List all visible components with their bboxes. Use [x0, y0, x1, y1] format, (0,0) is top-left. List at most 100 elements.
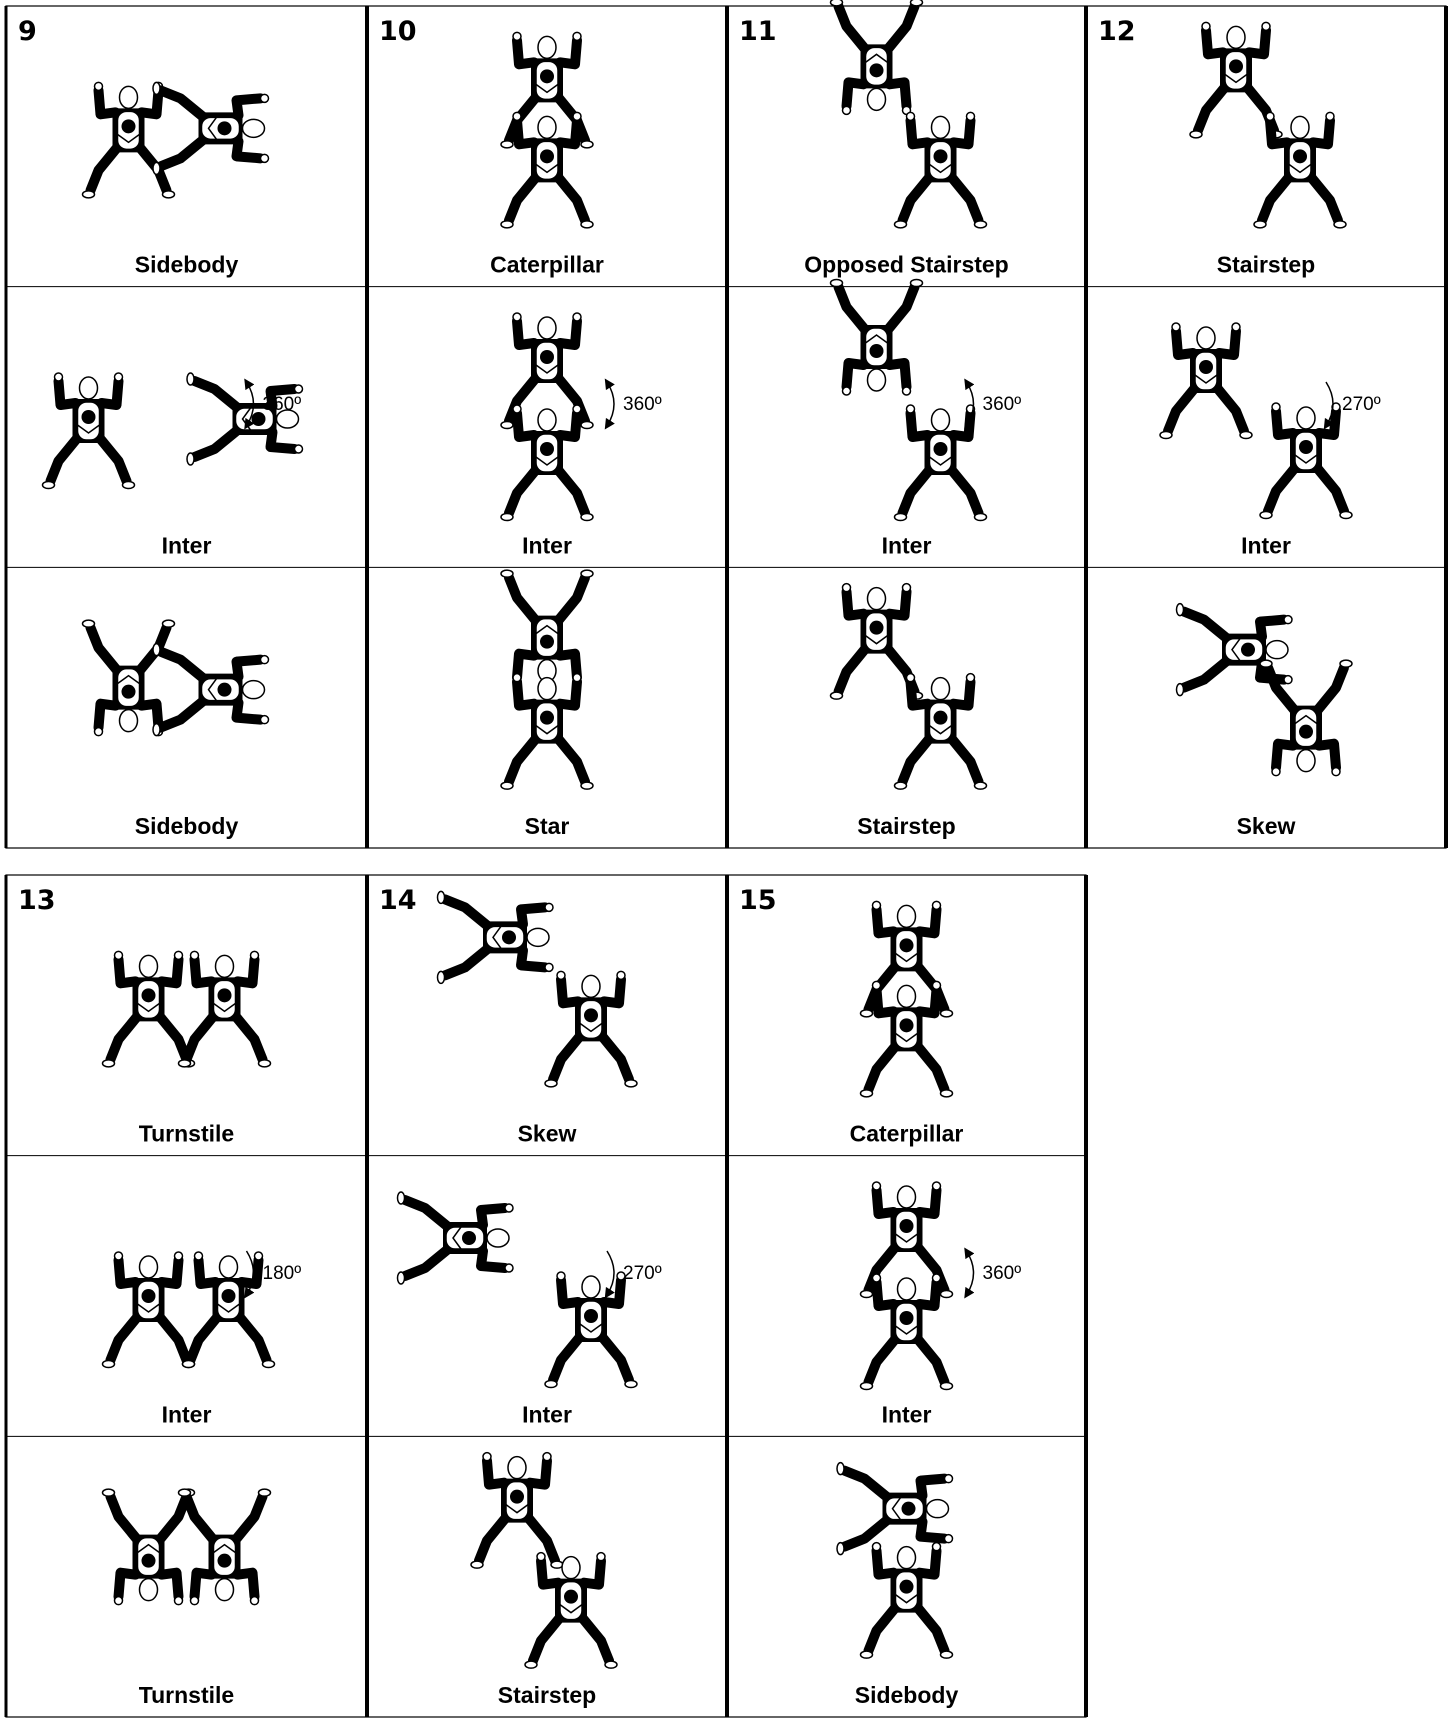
flyer-figure [183, 1252, 275, 1368]
formation-label: Star [525, 813, 570, 839]
panel-number: 9 [18, 16, 37, 47]
grip-dot [934, 149, 948, 163]
flyer-figure [103, 1252, 195, 1368]
grip-dot [218, 121, 232, 135]
flyer-figure [438, 891, 554, 983]
flyer-figure [525, 1553, 617, 1669]
flyer-figure [831, 0, 923, 114]
grip-dot [934, 442, 948, 456]
formation-label: Stairstep [1217, 252, 1315, 278]
formation-label: Sidebody [855, 1682, 959, 1708]
flyer-figure [83, 620, 175, 736]
rotation-angle: 360º [983, 1263, 1022, 1284]
rotation-arrow [607, 382, 614, 426]
rotation-angle: 270º [623, 1263, 662, 1284]
grip-dot [1299, 440, 1313, 454]
formation-label: Opposed Stairstep [804, 252, 1008, 278]
grip-dot [122, 685, 136, 699]
flyer-figure [471, 1453, 563, 1569]
formation-label: Skew [518, 1121, 577, 1147]
formation-label: Stairstep [498, 1682, 596, 1708]
formation-label: Caterpillar [850, 1121, 964, 1147]
flyer-figure [83, 82, 175, 198]
grip-dot [584, 1008, 598, 1022]
flyer-figure [895, 405, 987, 521]
panel-number: 11 [739, 16, 777, 47]
grip-dot [900, 938, 914, 952]
flyer-figure [501, 112, 593, 228]
flyer-figure [1254, 112, 1346, 228]
rotation-angle: 360º [263, 394, 302, 415]
rotation-angle: 360º [623, 394, 662, 415]
rotation-arrow [607, 1251, 614, 1295]
flyer-figure [895, 112, 987, 228]
grip-dot [502, 930, 516, 944]
formation-label: Inter [882, 532, 932, 558]
formation-label: Turnstile [139, 1682, 234, 1708]
grip-dot [870, 63, 884, 77]
flyer-figure [501, 570, 593, 686]
grip-dot [218, 1554, 232, 1568]
grip-dot [540, 149, 554, 163]
grip-dot [540, 711, 554, 725]
flyer-figure [831, 280, 923, 396]
flyer-figure [43, 373, 135, 489]
grip-dot [142, 1554, 156, 1568]
flyer-figure [895, 674, 987, 790]
flyer-figure [1260, 660, 1352, 776]
formation-label: Sidebody [135, 252, 239, 278]
flyer-figure [1260, 403, 1352, 519]
grip-dot [900, 1580, 914, 1594]
flyer-figure [861, 981, 953, 1097]
grip-dot [82, 410, 96, 424]
panel-9: 9Sidebody360ºInterSidebody [18, 16, 303, 839]
grip-dot [142, 1289, 156, 1303]
grip-dot [870, 344, 884, 358]
grip-dot [222, 1289, 236, 1303]
formation-label: Inter [162, 532, 212, 558]
grip-dot [902, 1502, 916, 1516]
rotation-arrow [967, 1251, 974, 1295]
grip-dot [1241, 643, 1255, 657]
formation-label: Inter [522, 1401, 572, 1427]
flyer-figure [545, 971, 637, 1086]
grip-dot [584, 1309, 598, 1323]
flyer-figure [861, 1274, 953, 1390]
panel-number: 10 [379, 16, 417, 47]
grip-dot [510, 1490, 524, 1504]
flyer-figure [501, 405, 593, 521]
grip-dot [900, 1018, 914, 1032]
formation-label: Inter [162, 1401, 212, 1427]
flyer-figure [179, 951, 271, 1066]
rotation-angle: 270º [1342, 394, 1381, 415]
grip-dot [564, 1590, 578, 1604]
flyer-figure [837, 1463, 953, 1555]
formation-label: Turnstile [139, 1121, 234, 1147]
formation-label: Inter [522, 532, 572, 558]
rotation-angle: 180º [263, 1263, 302, 1284]
flyer-figure [153, 644, 269, 736]
flyer-figure [1160, 323, 1252, 439]
flyer-figure [153, 82, 269, 174]
grip-dot [870, 621, 884, 635]
formation-label: Stairstep [857, 813, 955, 839]
grip-dot [462, 1231, 476, 1245]
flyer-figure [398, 1192, 514, 1284]
flyer-figure [103, 1489, 195, 1605]
rotation-angle: 360º [983, 394, 1022, 415]
grip-dot [218, 683, 232, 697]
flyer-figure [501, 674, 593, 790]
panel-number: 13 [18, 885, 56, 916]
panel-number: 15 [739, 885, 777, 916]
panel-number: 14 [379, 885, 417, 916]
flyer-figure [545, 1272, 637, 1388]
flyer-figure [179, 1489, 271, 1605]
formation-label: Skew [1237, 813, 1296, 839]
